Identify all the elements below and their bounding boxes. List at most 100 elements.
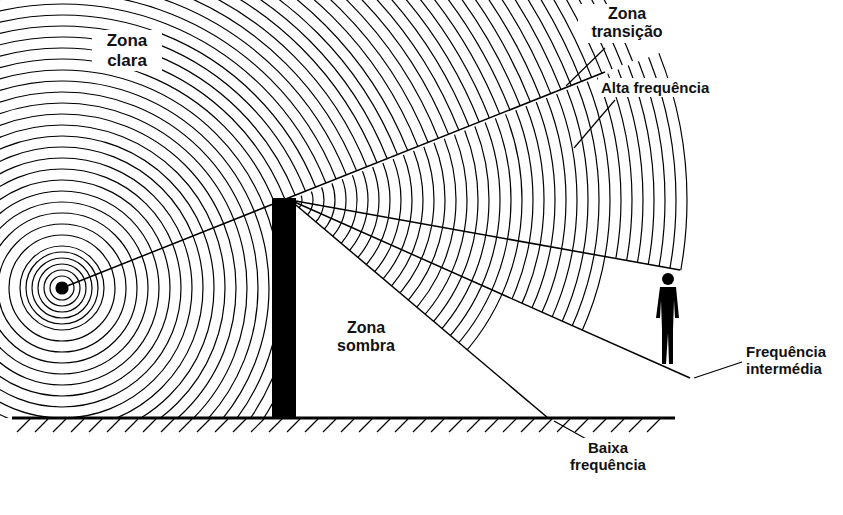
wavefront-arc — [25, 0, 555, 465]
wavefront-arc — [0, 0, 434, 515]
hatch-stroke — [377, 419, 390, 432]
wavefront-arc — [0, 0, 588, 498]
hatch-stroke — [215, 419, 228, 432]
hatch-stroke — [413, 419, 426, 432]
hatch-stroke — [71, 419, 84, 432]
wavefront-arc — [69, 0, 511, 421]
zone-label: Zona clara — [92, 30, 162, 71]
hatch-stroke — [53, 419, 66, 432]
wavefront-arc — [0, 213, 137, 363]
wavefront-arc — [0, 0, 676, 515]
hatch-stroke — [107, 419, 120, 432]
hatch-stroke — [17, 419, 30, 432]
hatch-stroke — [521, 419, 534, 432]
frequency-label: Baixa frequência — [560, 438, 656, 475]
ground-line — [12, 417, 675, 420]
wavefront-arc — [0, 92, 258, 484]
wavefront-arc — [0, 0, 599, 509]
hatch-stroke — [431, 419, 444, 432]
low-frequency-ray — [290, 200, 548, 418]
wavefront-arc — [0, 0, 489, 515]
wavefront-arc — [0, 0, 467, 515]
listener-figure — [656, 273, 679, 364]
wavefront-arc — [0, 0, 687, 515]
wavefront-arc — [0, 0, 533, 515]
wavefront-arc — [0, 0, 577, 515]
wavefront-arc — [0, 0, 632, 515]
wavefront-arc — [0, 0, 654, 515]
wavefront-arc — [0, 0, 599, 515]
hatch-stroke — [269, 419, 282, 432]
hatch-stroke — [539, 419, 552, 432]
wavefront-arc — [0, 0, 599, 509]
hatch-stroke — [575, 419, 588, 432]
transition-line — [62, 72, 605, 288]
wavefront-arc — [0, 0, 610, 515]
wavefront-arc — [0, 147, 203, 429]
zone-label: Zona transição — [578, 4, 676, 43]
wavefront-arc — [3, 0, 577, 487]
wavefront-arc — [0, 191, 159, 385]
wavefront-arc — [0, 0, 610, 515]
hatch-stroke — [557, 419, 570, 432]
wavefront-arc — [36, 0, 544, 454]
hatch-stroke — [143, 419, 156, 432]
wavefront-arc — [0, 0, 566, 515]
hatch-stroke — [467, 419, 480, 432]
wavefront-arc — [0, 0, 665, 515]
wavefront-arc — [0, 81, 269, 495]
wavefront-arc — [0, 0, 588, 515]
wavefront-arc — [0, 0, 456, 515]
wavefront-arc — [3, 0, 577, 487]
hatch-stroke — [251, 419, 264, 432]
hatch-stroke — [161, 419, 174, 432]
wavefront-arc — [0, 0, 522, 515]
wavefront-arc — [0, 37, 313, 515]
wavefront-arc — [0, 0, 478, 515]
hatch-stroke — [233, 419, 246, 432]
wavefront-arc — [0, 0, 588, 498]
diffracted-wavefronts — [0, 0, 610, 515]
wavefront-arc — [0, 0, 610, 515]
wavefront-arc — [0, 0, 423, 515]
wavefront-arc — [0, 0, 412, 515]
frequency-label: Frequência intermédia — [743, 342, 839, 379]
hatch-stroke — [395, 419, 408, 432]
wavefront-arc — [0, 4, 346, 515]
wavefront-arc — [0, 0, 621, 515]
wavefront-arc — [0, 0, 654, 515]
wavefront-arc — [0, 0, 643, 515]
wavefront-arc — [69, 0, 511, 421]
wavefront-arc — [0, 169, 181, 407]
wavefront-arc — [0, 70, 280, 506]
hatch-stroke — [593, 419, 606, 432]
high-frequency-ray — [290, 200, 680, 270]
wavefront-arc — [0, 0, 621, 515]
wavefront-arc — [0, 26, 324, 515]
hatch-stroke — [503, 419, 516, 432]
wavefront-arc — [25, 0, 555, 465]
wavefront-arc — [0, 0, 511, 515]
hatch-stroke — [647, 419, 660, 432]
diffracted-wavefronts — [58, 0, 522, 432]
hatch-stroke — [179, 419, 192, 432]
hatch-stroke — [197, 419, 210, 432]
wavefront-arc — [0, 0, 676, 515]
wavefront-arc — [0, 0, 445, 515]
source-wavefronts — [0, 0, 676, 515]
wavefront-arc — [0, 48, 302, 515]
hatch-stroke — [323, 419, 336, 432]
wavefront-arc — [0, 0, 390, 515]
hatch-stroke — [629, 419, 642, 432]
hatch-stroke — [125, 419, 138, 432]
barrier — [272, 198, 296, 418]
wavefront-arc — [0, 125, 225, 451]
hatch-stroke — [341, 419, 354, 432]
wavefront-arc — [0, 0, 500, 515]
leader-line — [554, 48, 742, 440]
wavefront-arc — [47, 0, 533, 443]
wavefront-arc — [0, 15, 335, 515]
wavefront-arc — [0, 0, 379, 515]
diffracted-wavefronts — [0, 0, 687, 515]
wavefront-arc — [0, 202, 148, 374]
